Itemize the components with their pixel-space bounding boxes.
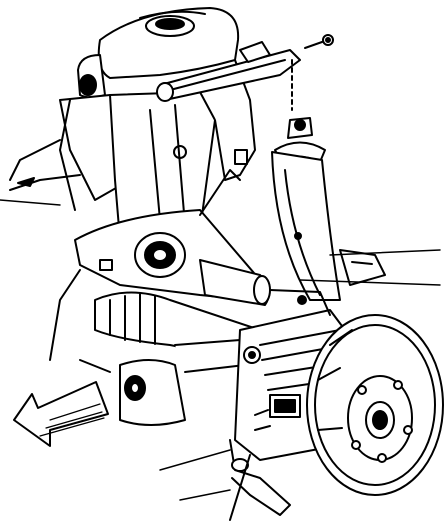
background-lines [0,199,441,501]
lower-bracket [229,439,291,521]
shock-absorber [79,339,246,426]
direction-arrow [13,381,109,447]
upper-control-arm [156,41,301,102]
steering-knuckle [271,151,386,301]
frame-crossmember [9,7,256,251]
wheel-hub [347,375,413,463]
bolt [291,34,334,111]
